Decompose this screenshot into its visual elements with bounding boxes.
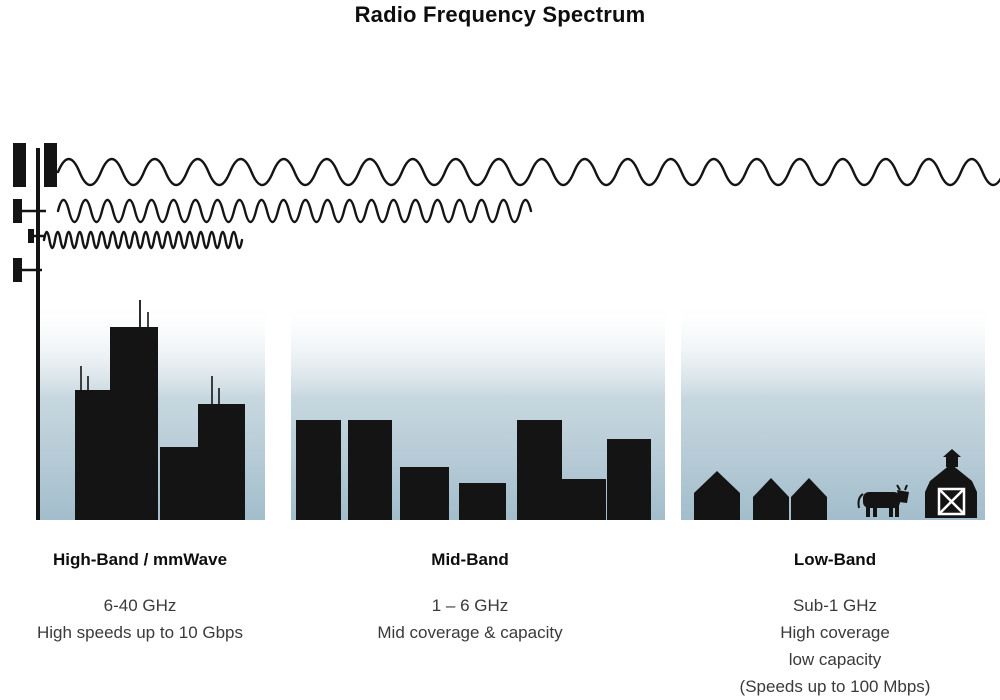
band-label-mid-band: Mid-Band xyxy=(431,550,509,569)
band-desc-line: Mid coverage & capacity xyxy=(377,623,563,642)
band-label-low-band: Low-Band xyxy=(793,550,877,569)
building xyxy=(110,327,158,520)
building xyxy=(607,439,651,520)
building xyxy=(160,447,198,520)
band-desc-line: High speeds up to 10 Gbps xyxy=(36,623,244,642)
short-wave-icon xyxy=(42,230,244,250)
building xyxy=(517,420,562,520)
band-desc-line: (Speeds up to 100 Mbps) xyxy=(739,677,931,696)
rural-scene xyxy=(694,449,977,520)
band-desc-low-band: Sub-1 GHz High coverage low capacity (Sp… xyxy=(705,592,965,700)
building xyxy=(348,420,392,520)
page-title: Radio Frequency Spectrum xyxy=(354,2,646,27)
band-desc-line: Sub-1 GHz xyxy=(792,596,878,615)
long-wave-icon xyxy=(56,157,1000,187)
barn-icon xyxy=(925,449,977,518)
band-desc-line: 6-40 GHz xyxy=(103,596,177,615)
house-icon xyxy=(694,471,740,520)
band-desc-mid-band: 1 – 6 GHz Mid coverage & capacity xyxy=(340,592,600,646)
building xyxy=(562,479,606,520)
band-desc-line: 1 – 6 GHz xyxy=(431,596,509,615)
building xyxy=(296,420,341,520)
band-desc-line: low capacity xyxy=(788,650,882,669)
cow-icon xyxy=(857,484,909,517)
building xyxy=(400,467,449,520)
house-icon xyxy=(753,478,789,520)
band-label-high-band: High-Band / mmWave xyxy=(52,550,228,569)
medium-wave-icon xyxy=(56,198,533,224)
mid-rise-buildings-icon xyxy=(296,420,651,520)
house-icon xyxy=(791,478,827,520)
skyscrapers-icon xyxy=(75,300,245,520)
radio-waves xyxy=(42,157,1000,250)
building xyxy=(75,390,110,520)
band-desc-high-band: 6-40 GHz High speeds up to 10 Gbps xyxy=(10,592,270,646)
cell-tower-icon xyxy=(13,143,57,520)
building xyxy=(459,483,506,520)
building xyxy=(198,404,245,520)
band-desc-line: High coverage xyxy=(780,623,890,642)
